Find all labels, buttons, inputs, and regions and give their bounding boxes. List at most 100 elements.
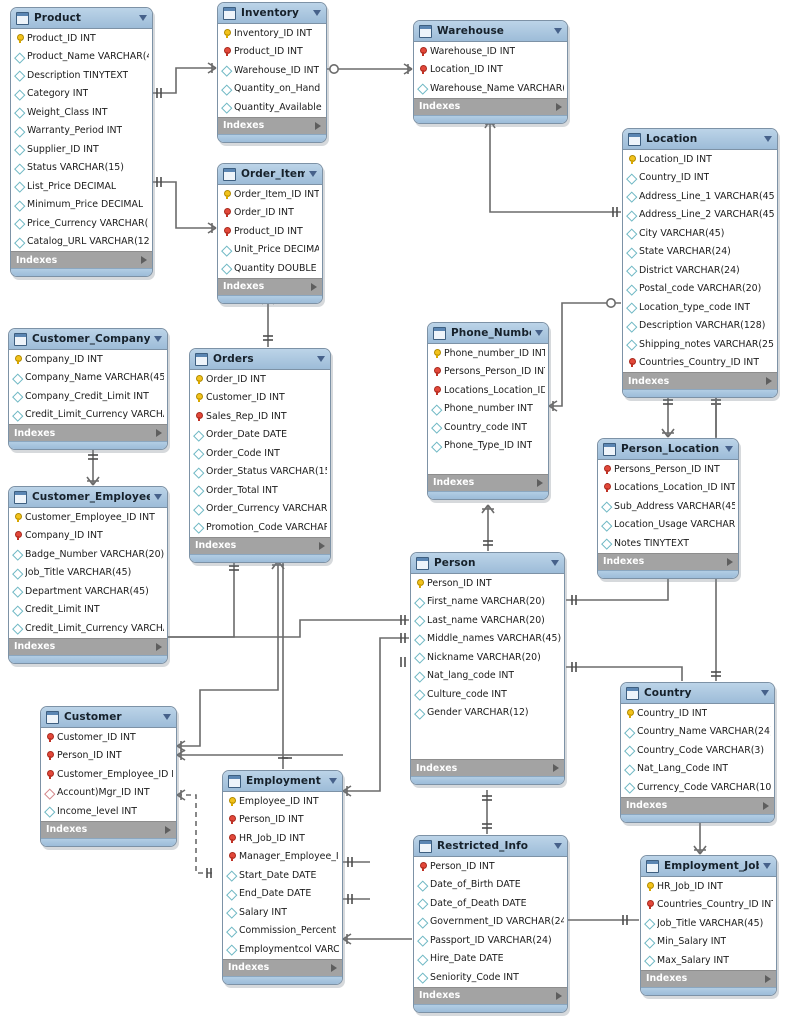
expand-right-icon[interactable] xyxy=(765,974,771,983)
table-header[interactable]: Country xyxy=(621,683,774,704)
column-row[interactable]: List_Price DECIMAL xyxy=(11,177,152,196)
column-row[interactable]: Order_Date DATE xyxy=(190,426,330,445)
column-row[interactable]: Passport_ID VARCHAR(24) xyxy=(414,931,567,950)
column-row[interactable]: Credit_Limit_Currency VARCHAR(5) xyxy=(9,619,167,638)
column-row[interactable]: Country_ID INT xyxy=(621,704,774,723)
table-header[interactable]: Location xyxy=(623,129,777,150)
indexes-bar[interactable]: Indexes xyxy=(11,251,152,268)
column-row[interactable]: Order_Status VARCHAR(15) xyxy=(190,463,330,482)
column-row[interactable]: Employmentcol VARCH... xyxy=(223,940,342,959)
table-header[interactable]: Person_Location xyxy=(598,439,738,460)
column-row[interactable]: Middle_names VARCHAR(45) xyxy=(411,630,564,649)
table-header[interactable]: Employment_Jobs xyxy=(641,856,776,877)
chevron-down-icon[interactable] xyxy=(313,10,321,16)
column-row[interactable]: Company_Name VARCHAR(45) xyxy=(9,369,167,388)
indexes-bar[interactable]: Indexes xyxy=(223,958,342,976)
column-row[interactable] xyxy=(411,741,564,760)
table-header[interactable]: Inventory xyxy=(218,3,326,24)
column-row[interactable]: Date_of_Death DATE xyxy=(414,894,567,913)
column-row[interactable]: Notes TINYTEXT xyxy=(598,534,738,553)
column-row[interactable]: Location_ID INT xyxy=(623,150,777,169)
column-row[interactable]: Country_code INT xyxy=(428,418,548,437)
column-row[interactable]: Date_of_Birth DATE xyxy=(414,876,567,895)
table-header[interactable]: Customer_Employee xyxy=(9,487,167,508)
column-row[interactable]: Warehouse_Name VARCHAR(45) xyxy=(414,79,567,98)
column-row[interactable]: Address_Line_2 VARCHAR(45) xyxy=(623,206,777,225)
expand-right-icon[interactable] xyxy=(319,541,325,550)
column-row[interactable]: Credit_Limit_Currency VARCHAR(5) xyxy=(9,406,167,425)
column-row[interactable]: Quantity_on_Hand INT xyxy=(218,80,326,99)
expand-right-icon[interactable] xyxy=(553,764,559,772)
column-row[interactable]: Order_Item_ID INT xyxy=(218,185,322,204)
expand-right-icon[interactable] xyxy=(156,429,162,437)
column-row[interactable] xyxy=(428,455,548,474)
column-row[interactable]: Supplier_ID INT xyxy=(11,140,152,159)
column-row[interactable]: Country_ID INT xyxy=(623,169,777,188)
column-row[interactable]: Order_ID INT xyxy=(190,370,330,389)
expand-right-icon[interactable] xyxy=(556,991,562,1000)
column-row[interactable]: Salary INT xyxy=(223,903,342,922)
indexes-bar[interactable]: Indexes xyxy=(9,637,167,655)
indexes-bar[interactable]: Indexes xyxy=(414,986,567,1004)
column-row[interactable]: Order_Total INT xyxy=(190,481,330,500)
column-row[interactable]: Customer_ID INT xyxy=(41,728,176,747)
column-row[interactable]: Status VARCHAR(15) xyxy=(11,159,152,178)
column-row[interactable]: Minimum_Price DECIMAL xyxy=(11,196,152,215)
column-row[interactable]: Product_ID INT xyxy=(218,222,322,241)
indexes-bar[interactable]: Indexes xyxy=(9,424,167,441)
column-row[interactable]: Account)Mgr_ID INT xyxy=(41,784,176,803)
expand-right-icon[interactable] xyxy=(165,825,171,834)
chevron-down-icon[interactable] xyxy=(763,863,771,869)
column-row[interactable]: Government_ID VARCHAR(24) xyxy=(414,913,567,932)
indexes-bar[interactable]: Indexes xyxy=(428,473,548,491)
table-header[interactable]: Phone_Number xyxy=(428,323,548,344)
column-row[interactable]: Description TINYTEXT xyxy=(11,66,152,85)
table-header[interactable]: Employment xyxy=(223,771,342,792)
column-row[interactable]: Phone_number_ID INT xyxy=(428,344,548,363)
chevron-down-icon[interactable] xyxy=(163,714,171,720)
column-row[interactable]: Weight_Class INT xyxy=(11,103,152,122)
chevron-down-icon[interactable] xyxy=(154,336,162,342)
column-row[interactable]: Commission_Percent D... xyxy=(223,922,342,941)
column-row[interactable]: Income_level INT xyxy=(41,802,176,821)
column-row[interactable]: State VARCHAR(24) xyxy=(623,243,777,262)
column-row[interactable]: First_name VARCHAR(20) xyxy=(411,593,564,612)
column-row[interactable]: Order_ID INT xyxy=(218,204,322,223)
column-row[interactable]: Gender VARCHAR(12) xyxy=(411,704,564,723)
column-row[interactable]: Location_type_code INT xyxy=(623,298,777,317)
column-row[interactable]: Person_ID INT xyxy=(41,747,176,766)
column-row[interactable]: Phone_Type_ID INT xyxy=(428,437,548,456)
column-row[interactable]: Nickname VARCHAR(20) xyxy=(411,648,564,667)
chevron-down-icon[interactable] xyxy=(554,28,562,34)
table-header[interactable]: Warehouse xyxy=(414,21,567,42)
column-row[interactable]: District VARCHAR(24) xyxy=(623,261,777,280)
column-row[interactable]: Manager_Employee_I... xyxy=(223,848,342,867)
column-row[interactable]: Location_Usage VARCHAR(4... xyxy=(598,516,738,535)
column-row[interactable]: Price_Currency VARCHAR(5) xyxy=(11,214,152,233)
chevron-down-icon[interactable] xyxy=(139,15,147,21)
column-row[interactable]: Warehouse_ID INT xyxy=(414,42,567,61)
column-row[interactable]: Hire_Date DATE xyxy=(414,950,567,969)
column-row[interactable]: Person_ID INT xyxy=(411,574,564,593)
column-row[interactable]: Sub_Address VARCHAR(45) xyxy=(598,497,738,516)
column-row[interactable]: Department VARCHAR(45) xyxy=(9,582,167,601)
indexes-bar[interactable]: Indexes xyxy=(641,969,776,987)
column-row[interactable]: Company_ID INT xyxy=(9,350,167,369)
column-row[interactable]: Promotion_Code VARCHAR(45) xyxy=(190,518,330,537)
indexes-bar[interactable]: Indexes xyxy=(414,97,567,115)
column-row[interactable]: Max_Salary INT xyxy=(641,951,776,970)
column-row[interactable]: Countries_Country_ID INT xyxy=(641,896,776,915)
expand-right-icon[interactable] xyxy=(763,801,769,810)
chevron-down-icon[interactable] xyxy=(764,136,772,142)
column-row[interactable]: Customer_Employee_ID INT xyxy=(41,765,176,784)
column-row[interactable]: Persons_Person_ID INT xyxy=(428,363,548,382)
column-row[interactable]: Order_Currency VARCHAR(5) xyxy=(190,500,330,519)
